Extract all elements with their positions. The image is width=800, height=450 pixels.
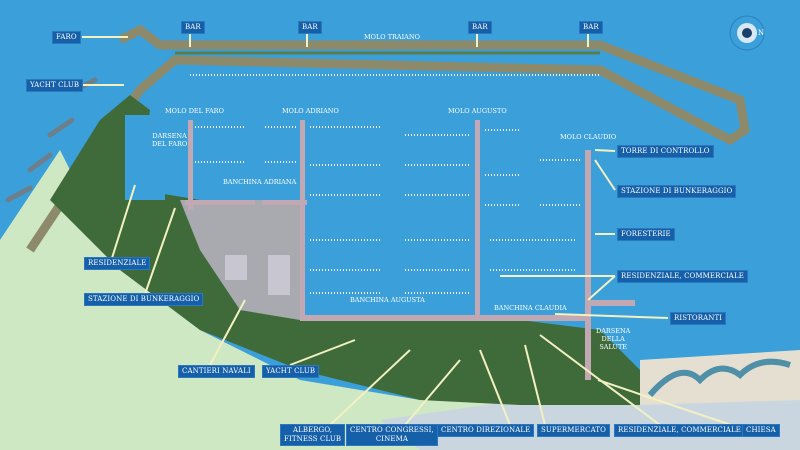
callout-foresterie: FORESTERIE bbox=[617, 228, 675, 241]
label-molo-traiano: MOLO TRAIANO bbox=[364, 33, 420, 41]
boat-rows bbox=[190, 74, 600, 294]
callout-yacht-club: YACHT CLUB bbox=[26, 79, 84, 92]
callout-cantieri-navali: CANTIERI NAVALI bbox=[178, 365, 255, 378]
callout-supermercato: SUPERMERCATO bbox=[537, 424, 610, 437]
callout-centro-direzionale: CENTRO DIREZIONALE bbox=[437, 424, 535, 437]
callout-line: FITNESS CLUB bbox=[284, 435, 342, 443]
label-line: SALUTE bbox=[599, 343, 628, 351]
label-line: DARSENA bbox=[596, 327, 631, 335]
label-banchina-claudia: BANCHINA CLAUDIA bbox=[494, 304, 567, 312]
callout-arrows bbox=[76, 32, 741, 429]
callout-residenziale-commerciale: RESIDENZIALE, COMMERCIALE bbox=[614, 424, 745, 437]
callout-torre-di-controllo: TORRE DI CONTROLLO bbox=[617, 145, 714, 158]
label-molo-claudio: MOLO CLAUDIO bbox=[560, 133, 617, 141]
label-darsena-della-salute: DARSENA DELLA SALUTE bbox=[596, 327, 630, 351]
label-molo-adriano: MOLO ADRIANO bbox=[282, 107, 339, 115]
callout-bar: BAR bbox=[181, 21, 205, 34]
label-banchina-augusta: BANCHINA AUGUSTA bbox=[350, 296, 425, 304]
callout-centro-congressi: CENTRO CONGRESSI, CINEMA bbox=[346, 424, 438, 446]
callout-bar: BAR bbox=[579, 21, 603, 34]
callout-line: CINEMA bbox=[375, 435, 409, 443]
callout-stazione-bunkeraggio: STAZIONE DI BUNKERAGGIO bbox=[84, 293, 204, 306]
piers bbox=[185, 120, 635, 380]
callout-bar: BAR bbox=[298, 21, 322, 34]
park-land bbox=[50, 95, 640, 405]
label-line: DELLA bbox=[601, 335, 625, 343]
label-banchina-adriana: BANCHINA ADRIANA bbox=[223, 178, 297, 186]
label-molo-del-faro: MOLO DEL FARO bbox=[165, 107, 224, 115]
callout-albergo-fitness: ALBERGO, FITNESS CLUB bbox=[280, 424, 346, 446]
callout-ristoranti: RISTORANTI bbox=[670, 312, 727, 325]
label-darsena-del-faro: DARSENA DEL FARO bbox=[152, 132, 187, 148]
callout-faro: FARO bbox=[52, 31, 81, 44]
callout-stazione-bunkeraggio: STAZIONE DI BUNKERAGGIO bbox=[617, 185, 737, 198]
callout-bar: BAR bbox=[468, 21, 492, 34]
callout-yacht-club: YACHT CLUB bbox=[262, 365, 320, 378]
label-line: DEL FARO bbox=[152, 140, 188, 148]
compass-north-letter: N bbox=[758, 29, 765, 37]
beach-groynes bbox=[647, 358, 791, 397]
callout-chiesa: CHIESA bbox=[742, 424, 780, 437]
darsena-faro-water bbox=[125, 115, 165, 200]
callout-line: CENTRO CONGRESSI, bbox=[350, 426, 434, 434]
callout-line: ALBERGO, bbox=[292, 426, 333, 434]
label-line: DARSENA bbox=[152, 132, 187, 140]
label-molo-augusto: MOLO AUGUSTO bbox=[448, 107, 507, 115]
callout-residenziale: RESIDENZIALE bbox=[84, 257, 151, 270]
callout-residenziale-commerciale: RESIDENZIALE, COMMERCIALE bbox=[617, 270, 748, 283]
compass-icon bbox=[729, 15, 765, 51]
